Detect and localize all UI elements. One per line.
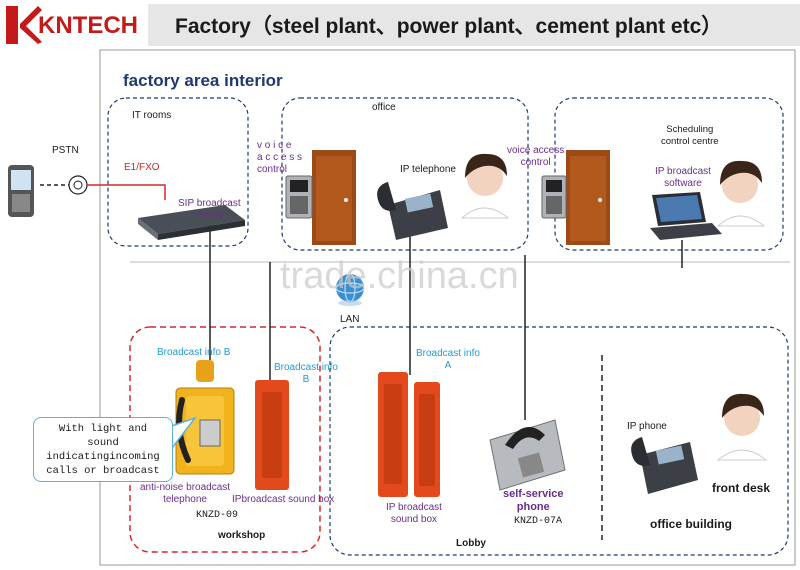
sound-box-icon-lobby-1 — [378, 372, 408, 497]
callout-text: With light and sound indicatingincoming … — [46, 423, 159, 477]
office-label: office — [372, 102, 396, 113]
front-desk-label: front desk — [712, 481, 770, 495]
door-icon-1 — [312, 150, 356, 245]
watermark: trade.china.cn — [280, 255, 519, 298]
ipbroadcast-sound-box-label: IPbroadcast sound box — [232, 494, 334, 505]
self-service-phone-label: self-service phone — [503, 488, 564, 514]
sip-server-label: SIP broadcast server — [178, 198, 241, 222]
ip-broadcast-sound-box-label: IP broadcast sound box — [386, 502, 442, 526]
ip-phone-icon — [631, 437, 698, 494]
callout-box: With light and sound indicatingincoming … — [33, 417, 173, 482]
laptop-icon — [650, 192, 722, 240]
e1-link — [87, 185, 165, 200]
access-control-icon-2 — [542, 176, 566, 218]
ip-broadcast-software-label: IP broadcast software — [655, 166, 711, 190]
it-rooms-label: IT rooms — [132, 110, 171, 121]
receptionist-avatar — [718, 394, 766, 460]
pstn-label: PSTN — [52, 145, 79, 156]
voice-access-label-1: v o i c e a c c e s s control — [257, 140, 302, 176]
operator-avatar-1 — [462, 154, 508, 218]
lan-label: LAN — [340, 314, 359, 325]
mobile-phone-icon — [8, 165, 34, 217]
workshop-label: workshop — [218, 530, 265, 541]
broadcast-info-b2: Broadcast info B — [274, 362, 338, 386]
lobby-label: Lobby — [456, 538, 486, 549]
office-building-label: office building — [650, 517, 732, 531]
ip-telephone-icon — [377, 182, 448, 240]
access-control-icon-1 — [286, 176, 312, 218]
sound-box-icon-lobby-2 — [414, 382, 440, 497]
door-icon-2 — [566, 150, 610, 245]
self-service-phone-icon — [490, 420, 565, 490]
ip-phone-label: IP phone — [627, 421, 667, 432]
knzd09-label: KNZD-09 — [196, 510, 238, 521]
voice-access-label-2: voice access control — [507, 145, 564, 169]
anti-noise-label: anti-noise broadcast telephone — [140, 482, 230, 506]
anti-noise-telephone-icon — [176, 360, 234, 474]
e1-fxo-label: E1/FXO — [124, 162, 160, 173]
scheduling-label: Scheduling control centre — [661, 124, 719, 148]
ip-telephone-label: IP telephone — [400, 164, 456, 175]
operator-avatar-2 — [718, 161, 764, 226]
broadcast-info-b1: Broadcast info B — [157, 347, 230, 358]
area-title: factory area interior — [123, 71, 283, 91]
broadcast-info-a: Broadcast info A — [416, 348, 480, 372]
knzd07a-label: KNZD-07A — [514, 516, 562, 527]
pstn-cloud-icon — [69, 176, 87, 194]
sound-box-icon-workshop — [255, 380, 289, 490]
